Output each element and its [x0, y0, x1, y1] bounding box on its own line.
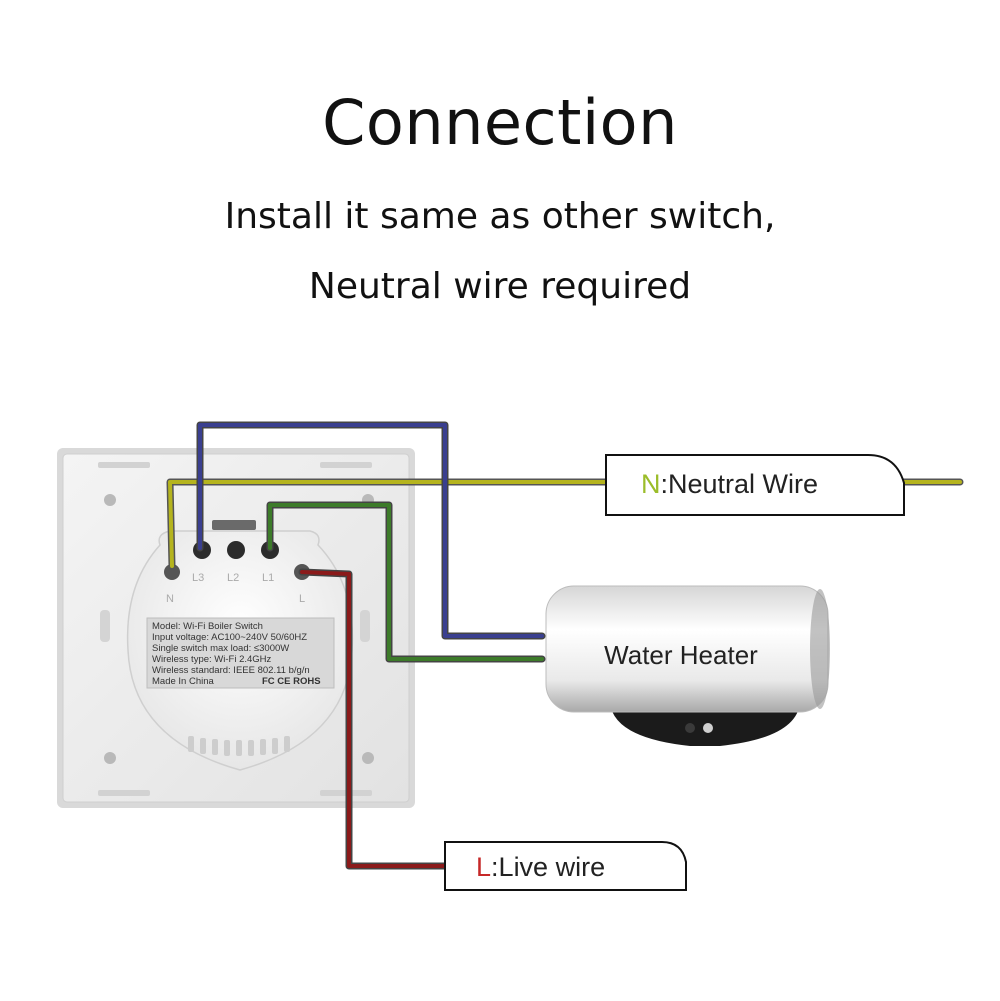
page-title: Connection: [322, 86, 678, 159]
terminal-labels: N L3 L2 L1 L: [166, 572, 305, 605]
spec-line-load: Single switch max load: ≤3000W: [152, 643, 289, 654]
spec-line-wireless-type: Wireless type: Wi-Fi 2.4GHz: [152, 654, 272, 665]
spec-line-model: Model: Wi-Fi Boiler Switch: [152, 621, 263, 632]
water-heater: Water Heater: [545, 585, 830, 746]
live-wire-fill: [300, 570, 447, 868]
live-tag-name: Live wire: [499, 852, 606, 882]
live-tag-sep: :: [491, 852, 499, 882]
terminal-L2: [227, 541, 245, 559]
terminal-label-n: N: [166, 593, 174, 605]
live-tag-code: L: [476, 852, 491, 882]
cert-marks: FC CE ROHS: [262, 676, 321, 687]
spec-line-wireless-standard: Wireless standard: IEEE 802.11 b/g/n: [152, 665, 310, 676]
terminal-label-l2: L2: [227, 572, 239, 584]
subtitle-line-1: Install it same as other switch,: [224, 196, 776, 237]
neutral-tag-code: N: [641, 469, 661, 499]
live-wire-tag: L:Live wire: [444, 841, 687, 891]
neutral-wire-tag: N:Neutral Wire: [605, 454, 905, 516]
terminal-label-l3: L3: [192, 572, 204, 584]
neutral-tag-text: N:Neutral Wire: [641, 469, 818, 499]
neutral-tag-sep: :: [661, 469, 669, 499]
green-wire-fill: [268, 503, 544, 661]
wires: [166, 421, 964, 870]
spec-label: Model: Wi-Fi Boiler Switch Input voltage…: [146, 617, 335, 689]
terminal-label-l: L: [299, 593, 305, 605]
subtitle-line-2: Neutral wire required: [308, 266, 692, 307]
water-heater-label: Water Heater: [604, 640, 758, 670]
spec-line-voltage: Input voltage: AC100~240V 50/60HZ: [152, 632, 307, 643]
terminal-N: [164, 564, 180, 580]
terminal-label-l1: L1: [262, 572, 274, 584]
blue-wire-fill: [198, 423, 544, 638]
spec-line-origin: Made In China: [152, 676, 215, 687]
neutral-tag-name: Neutral Wire: [668, 469, 818, 499]
live-tag-text: L:Live wire: [476, 852, 605, 882]
